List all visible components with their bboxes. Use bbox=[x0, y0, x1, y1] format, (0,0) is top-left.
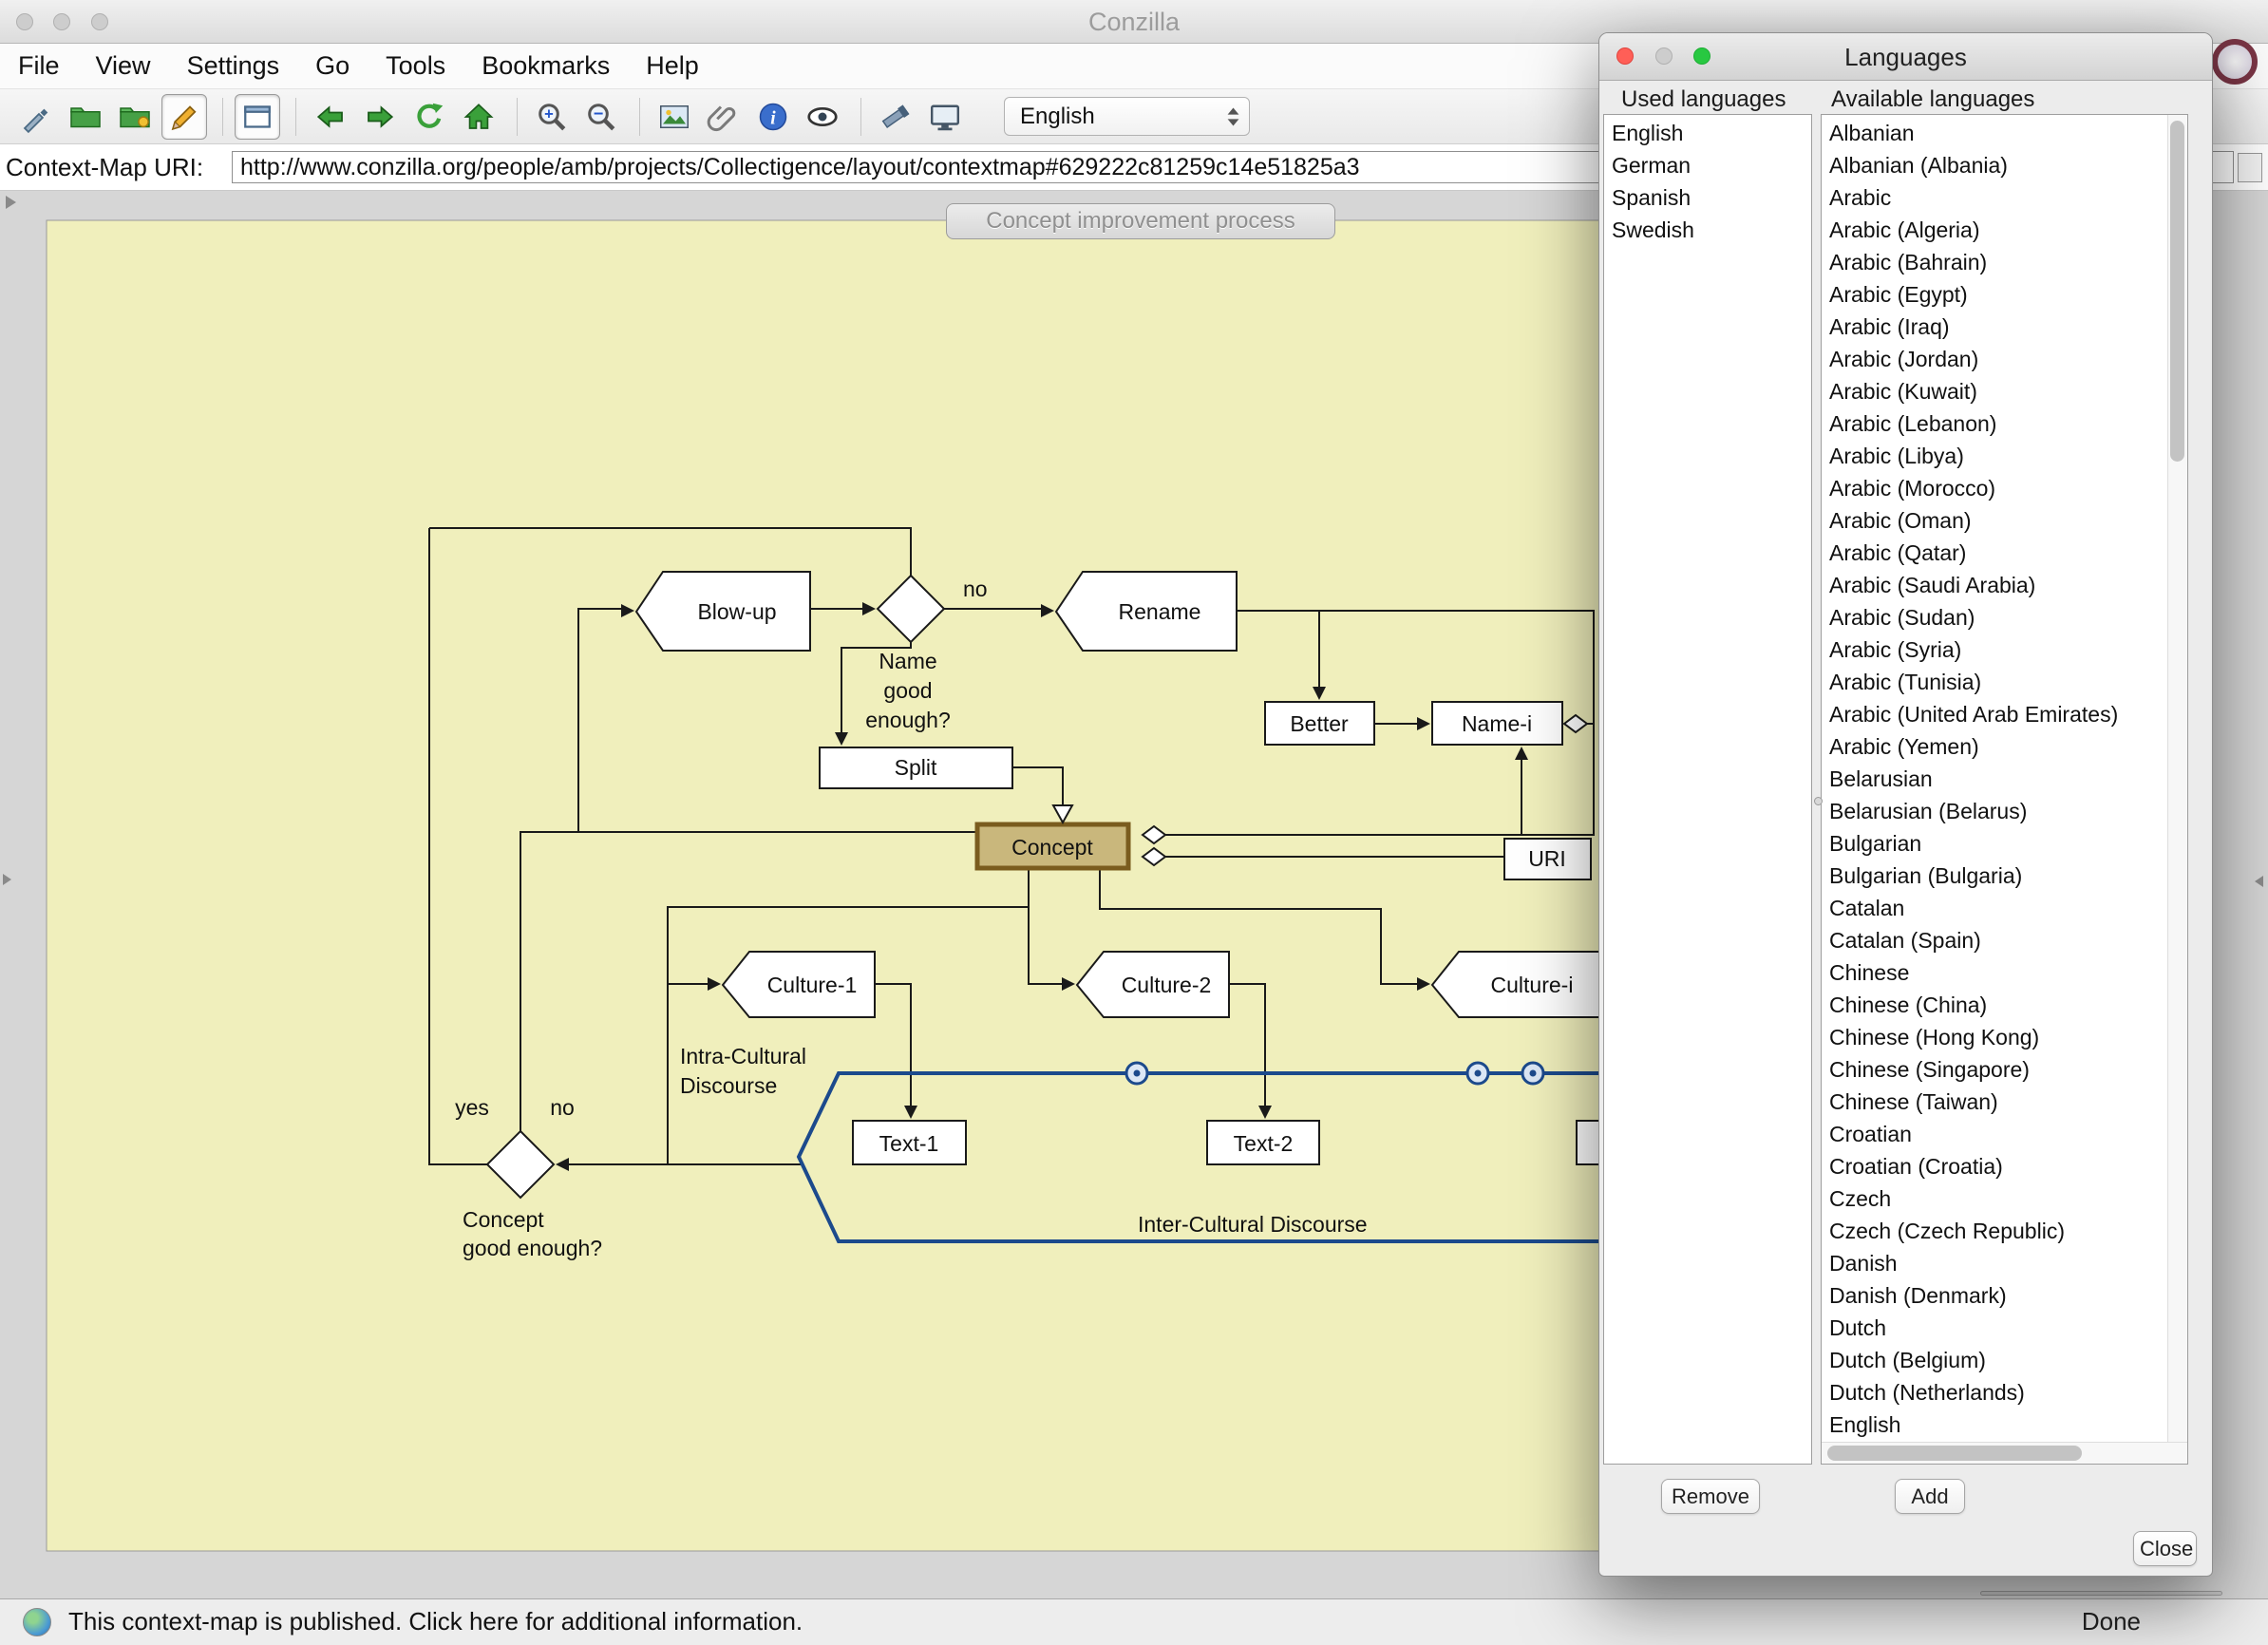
languages-dialog: Languages Used languages Available langu… bbox=[1598, 32, 2213, 1577]
edge-label-no: no bbox=[550, 1095, 575, 1120]
available-language-item[interactable]: Arabic (Oman) bbox=[1822, 504, 2167, 537]
node-label: Split bbox=[895, 755, 937, 780]
available-language-item[interactable]: Albanian (Albania) bbox=[1822, 149, 2167, 181]
available-language-item[interactable]: Arabic bbox=[1822, 181, 2167, 214]
available-language-item[interactable]: Dutch bbox=[1822, 1312, 2167, 1344]
question-label: good enough? bbox=[463, 1236, 602, 1260]
remove-button[interactable]: Remove bbox=[1661, 1479, 1760, 1514]
available-language-item[interactable]: Danish bbox=[1822, 1247, 2167, 1279]
vertical-scrollbar[interactable] bbox=[2167, 115, 2187, 1442]
node-label: Culture-i bbox=[1491, 973, 1574, 997]
available-language-item[interactable]: Chinese (Taiwan) bbox=[1822, 1086, 2167, 1118]
region-label: Discourse bbox=[680, 1073, 777, 1098]
dialog-title: Languages bbox=[1599, 33, 2212, 81]
available-languages-list[interactable]: AlbanianAlbanian (Albania)ArabicArabic (… bbox=[1821, 114, 2188, 1465]
status-bar: This context-map is published. Click her… bbox=[0, 1598, 2268, 1645]
status-done-label: Done bbox=[2082, 1599, 2141, 1644]
available-language-item[interactable]: Chinese bbox=[1822, 956, 2167, 989]
status-message[interactable]: This context-map is published. Click her… bbox=[68, 1599, 803, 1644]
edge-label-no: no bbox=[963, 577, 988, 601]
available-language-item[interactable]: Arabic (Bahrain) bbox=[1822, 246, 2167, 278]
node-label: Text-1 bbox=[879, 1131, 939, 1156]
available-language-item[interactable]: Arabic (United Arab Emirates) bbox=[1822, 698, 2167, 730]
used-language-item[interactable]: German bbox=[1604, 149, 1811, 181]
available-language-item[interactable]: Czech (Czech Republic) bbox=[1822, 1215, 2167, 1247]
available-language-item[interactable]: Catalan bbox=[1822, 892, 2167, 924]
used-language-item[interactable]: English bbox=[1604, 117, 1811, 149]
question-label: good bbox=[883, 678, 932, 703]
panel-collapse-arrow-icon[interactable] bbox=[6, 196, 16, 209]
node-label: Concept bbox=[1011, 835, 1093, 860]
map-tab[interactable]: Concept improvement process bbox=[946, 203, 1335, 239]
available-language-item[interactable]: Chinese (Hong Kong) bbox=[1822, 1021, 2167, 1053]
available-language-item[interactable]: Bulgarian bbox=[1822, 827, 2167, 860]
available-language-item[interactable]: Arabic (Iraq) bbox=[1822, 311, 2167, 343]
region-label: Inter-Cultural Discourse bbox=[1138, 1212, 1368, 1237]
horizontal-scrollbar-thumb[interactable] bbox=[1827, 1446, 2082, 1461]
node-label: Rename bbox=[1119, 599, 1201, 624]
region-port-dot bbox=[1134, 1070, 1141, 1077]
panel-collapse-arrow-icon[interactable] bbox=[3, 874, 11, 885]
used-languages-label: Used languages bbox=[1621, 86, 1786, 113]
available-language-item[interactable]: Arabic (Tunisia) bbox=[1822, 666, 2167, 698]
dialog-titlebar: Languages bbox=[1599, 33, 2212, 81]
available-language-item[interactable]: Arabic (Saudi Arabia) bbox=[1822, 569, 2167, 601]
available-language-item[interactable]: Arabic (Lebanon) bbox=[1822, 407, 2167, 440]
available-language-item[interactable]: Croatian bbox=[1822, 1118, 2167, 1150]
question-label: Concept bbox=[463, 1207, 544, 1232]
node-label: Text-2 bbox=[1234, 1131, 1294, 1156]
available-language-item[interactable]: Arabic (Syria) bbox=[1822, 633, 2167, 666]
available-language-item[interactable]: Dutch (Netherlands) bbox=[1822, 1376, 2167, 1409]
available-language-item[interactable]: Arabic (Sudan) bbox=[1822, 601, 2167, 633]
available-language-item[interactable]: Chinese (China) bbox=[1822, 989, 2167, 1021]
add-button[interactable]: Add bbox=[1895, 1479, 1965, 1514]
available-languages-items: AlbanianAlbanian (Albania)ArabicArabic (… bbox=[1822, 117, 2167, 1441]
available-language-item[interactable]: Arabic (Qatar) bbox=[1822, 537, 2167, 569]
available-language-item[interactable]: Belarusian (Belarus) bbox=[1822, 795, 2167, 827]
available-language-item[interactable]: Arabic (Morocco) bbox=[1822, 472, 2167, 504]
available-language-item[interactable]: Bulgarian (Bulgaria) bbox=[1822, 860, 2167, 892]
available-language-item[interactable]: Chinese (Singapore) bbox=[1822, 1053, 2167, 1086]
node-label: Culture-2 bbox=[1122, 973, 1212, 997]
region-port-dot bbox=[1530, 1070, 1537, 1077]
horizontal-scrollbar[interactable] bbox=[1822, 1442, 2187, 1464]
node-label: Culture-1 bbox=[767, 973, 858, 997]
region-port-dot bbox=[1475, 1070, 1482, 1077]
available-language-item[interactable]: Catalan (Spain) bbox=[1822, 924, 2167, 956]
vertical-scrollbar-thumb[interactable] bbox=[2170, 121, 2184, 462]
available-language-item[interactable]: Croatian (Croatia) bbox=[1822, 1150, 2167, 1182]
node-label: Better bbox=[1290, 711, 1349, 736]
available-language-item[interactable]: Arabic (Algeria) bbox=[1822, 214, 2167, 246]
region-label: Intra-Cultural bbox=[680, 1044, 806, 1068]
available-languages-label: Available languages bbox=[1831, 86, 2034, 113]
question-label: Name bbox=[879, 649, 936, 673]
used-language-item[interactable]: Spanish bbox=[1604, 181, 1811, 214]
used-language-item[interactable]: Swedish bbox=[1604, 214, 1811, 246]
node-label: Name-i bbox=[1462, 711, 1532, 736]
available-language-item[interactable]: Czech bbox=[1822, 1182, 2167, 1215]
available-language-item[interactable]: Belarusian bbox=[1822, 763, 2167, 795]
close-button[interactable]: Close bbox=[2133, 1531, 2197, 1566]
node-label: Blow-up bbox=[697, 599, 776, 624]
progress-bar bbox=[1980, 1591, 2222, 1596]
available-language-item[interactable]: English bbox=[1822, 1409, 2167, 1441]
panel-collapse-arrow-icon[interactable] bbox=[2255, 876, 2263, 887]
available-language-item[interactable]: Arabic (Kuwait) bbox=[1822, 375, 2167, 407]
available-language-item[interactable]: Dutch (Belgium) bbox=[1822, 1344, 2167, 1376]
conzilla-logo-icon bbox=[2212, 39, 2258, 85]
available-language-item[interactable]: Albanian bbox=[1822, 117, 2167, 149]
available-language-item[interactable]: Danish (Denmark) bbox=[1822, 1279, 2167, 1312]
available-language-item[interactable]: Arabic (Libya) bbox=[1822, 440, 2167, 472]
node-label: URI bbox=[1528, 846, 1566, 871]
globe-icon bbox=[23, 1608, 51, 1636]
available-language-item[interactable]: Arabic (Egypt) bbox=[1822, 278, 2167, 311]
question-label: enough? bbox=[865, 708, 951, 732]
available-language-item[interactable]: Arabic (Jordan) bbox=[1822, 343, 2167, 375]
used-languages-list[interactable]: EnglishGermanSpanishSwedish bbox=[1603, 114, 1812, 1465]
available-language-item[interactable]: Arabic (Yemen) bbox=[1822, 730, 2167, 763]
splitter-knob[interactable] bbox=[1814, 797, 1823, 805]
edge-label-yes: yes bbox=[455, 1095, 489, 1120]
